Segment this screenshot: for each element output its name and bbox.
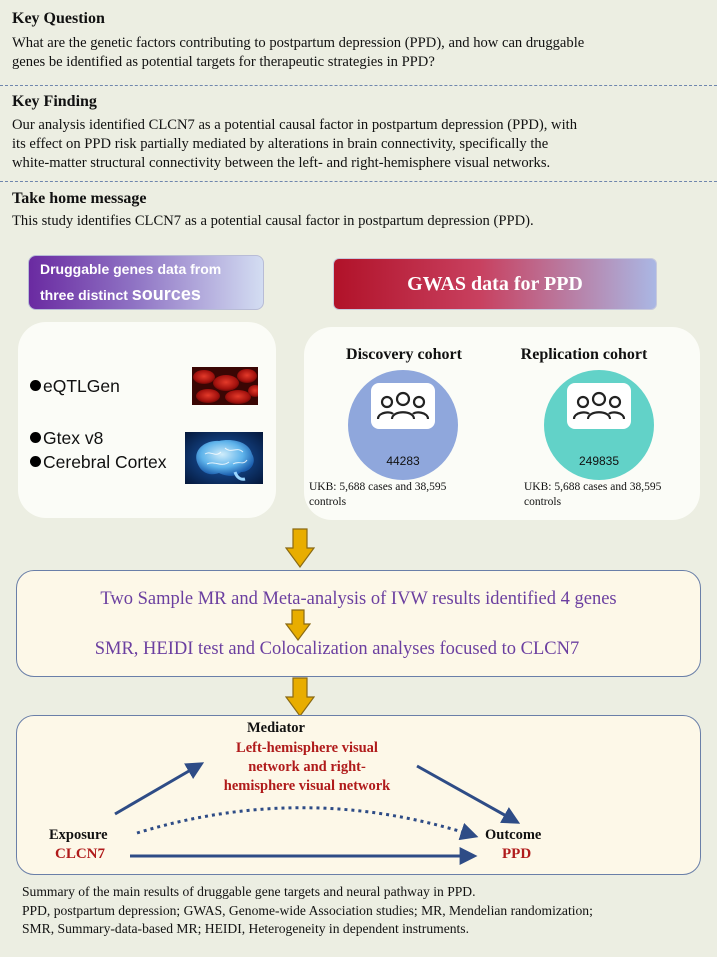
replication-cohort-title: Replication cohort: [520, 346, 648, 363]
replication-cohort-count: 249835: [578, 454, 620, 468]
key-finding-title: Key Finding: [12, 93, 97, 110]
key-question-title: Key Question: [12, 10, 105, 27]
key-question-line: genes be identified as potential targets…: [12, 54, 435, 70]
mediator-label: Mediator: [247, 720, 305, 736]
exposure-label: Exposure: [49, 827, 108, 843]
divider: [0, 181, 717, 182]
blood-cells-image: [192, 367, 258, 405]
key-question-text: What are the genetic factors contributin…: [12, 34, 712, 72]
outcome-label: Outcome: [485, 827, 542, 843]
key-finding-line: white-matter structural connectivity bet…: [12, 155, 551, 171]
druggable-header-line: three distinct sources: [40, 284, 201, 305]
down-arrow-icon: [285, 528, 315, 568]
discovery-note-line: UKB: 5,688 cases and 38,595: [309, 481, 447, 493]
key-finding-line: Our analysis identified CLCN7 as a poten…: [12, 117, 577, 133]
key-finding-line: its effect on PPD risk partially mediate…: [12, 136, 549, 152]
bullet-dot: [30, 380, 41, 391]
people-group-icon-box: [567, 383, 631, 429]
key-question-line: What are the genetic factors contributin…: [12, 35, 585, 51]
outcome-value: PPD: [502, 846, 532, 862]
analysis-box: Two Sample MR and Meta-analysis of IVW r…: [16, 570, 701, 677]
indirect-effect-arrow: [136, 806, 479, 841]
druggable-item: Gtex v8: [30, 428, 103, 449]
druggable-header-emphasis: sources: [131, 284, 201, 304]
discovery-cohort-count: 44283: [386, 454, 420, 468]
replication-note-line: UKB: 5,688 cases and 38,595: [524, 481, 662, 493]
caption-line: SMR, Summary-data-based MR; HEIDI, Heter…: [22, 921, 469, 936]
take-home-title: Take home message: [12, 190, 147, 207]
people-group-icon-box: [371, 383, 435, 429]
mediator-to-outcome-arrow: [416, 764, 521, 824]
druggable-item-label: Cerebral Cortex: [43, 452, 167, 472]
mediator-value: Left-hemisphere visual network and right…: [177, 739, 437, 796]
gwas-card: Discovery cohort Replication cohort 4428…: [304, 327, 700, 520]
mediator-line: hemisphere visual network: [223, 778, 391, 794]
discovery-note-line: controls: [309, 496, 347, 508]
key-finding-text: Our analysis identified CLCN7 as a poten…: [12, 116, 712, 173]
druggable-header-part: three distinct: [40, 287, 132, 303]
take-home-line: This study identifies CLCN7 as a potenti…: [12, 213, 534, 229]
brain-image: [185, 432, 263, 484]
down-arrow-icon: [285, 677, 315, 717]
replication-note-line: controls: [524, 496, 562, 508]
replication-cohort-circle: 249835: [544, 370, 654, 480]
druggable-header: Druggable genes data from three distinct…: [28, 255, 264, 310]
people-group-icon: [572, 391, 626, 420]
bullet-dot: [30, 432, 41, 443]
discovery-cohort-circle: 44283: [348, 370, 458, 480]
figure-caption: Summary of the main results of druggable…: [22, 883, 712, 939]
down-arrow-icon: [285, 609, 311, 641]
exposure-value: CLCN7: [55, 846, 106, 862]
druggable-item: Cerebral Cortex: [30, 452, 167, 473]
mediation-arrows: [114, 762, 521, 865]
druggable-card: eQTLGen Gtex v8 Cerebral Cortex: [18, 322, 276, 518]
replication-cohort-note: UKB: 5,688 cases and 38,595 controls: [524, 480, 704, 510]
discovery-cohort-title: Discovery cohort: [346, 346, 462, 363]
people-group-icon: [376, 391, 430, 420]
druggable-item: eQTLGen: [30, 376, 120, 397]
druggable-item-label: Gtex v8: [43, 428, 104, 448]
druggable-item-label: eQTLGen: [43, 376, 120, 396]
analysis-line-1: Two Sample MR and Meta-analysis of IVW r…: [100, 589, 617, 609]
caption-line: Summary of the main results of druggable…: [22, 884, 476, 899]
mediator-line: Left-hemisphere visual: [236, 740, 378, 756]
exposure-to-mediator-arrow: [114, 762, 205, 816]
bullet-dot: [30, 456, 41, 467]
druggable-header-line: Druggable genes data from: [40, 261, 222, 277]
analysis-line-2: SMR, HEIDI test and Colocalization analy…: [94, 639, 580, 659]
gwas-header: GWAS data for PPD: [333, 258, 657, 310]
caption-line: PPD, postpartum depression; GWAS, Genome…: [22, 902, 593, 918]
divider: [0, 85, 717, 86]
mediation-box: Mediator Left-hemisphere visual network …: [16, 715, 701, 875]
mediator-line: network and right-: [248, 759, 366, 775]
discovery-cohort-note: UKB: 5,688 cases and 38,595 controls: [309, 480, 494, 510]
take-home-text: This study identifies CLCN7 as a potenti…: [12, 212, 712, 231]
